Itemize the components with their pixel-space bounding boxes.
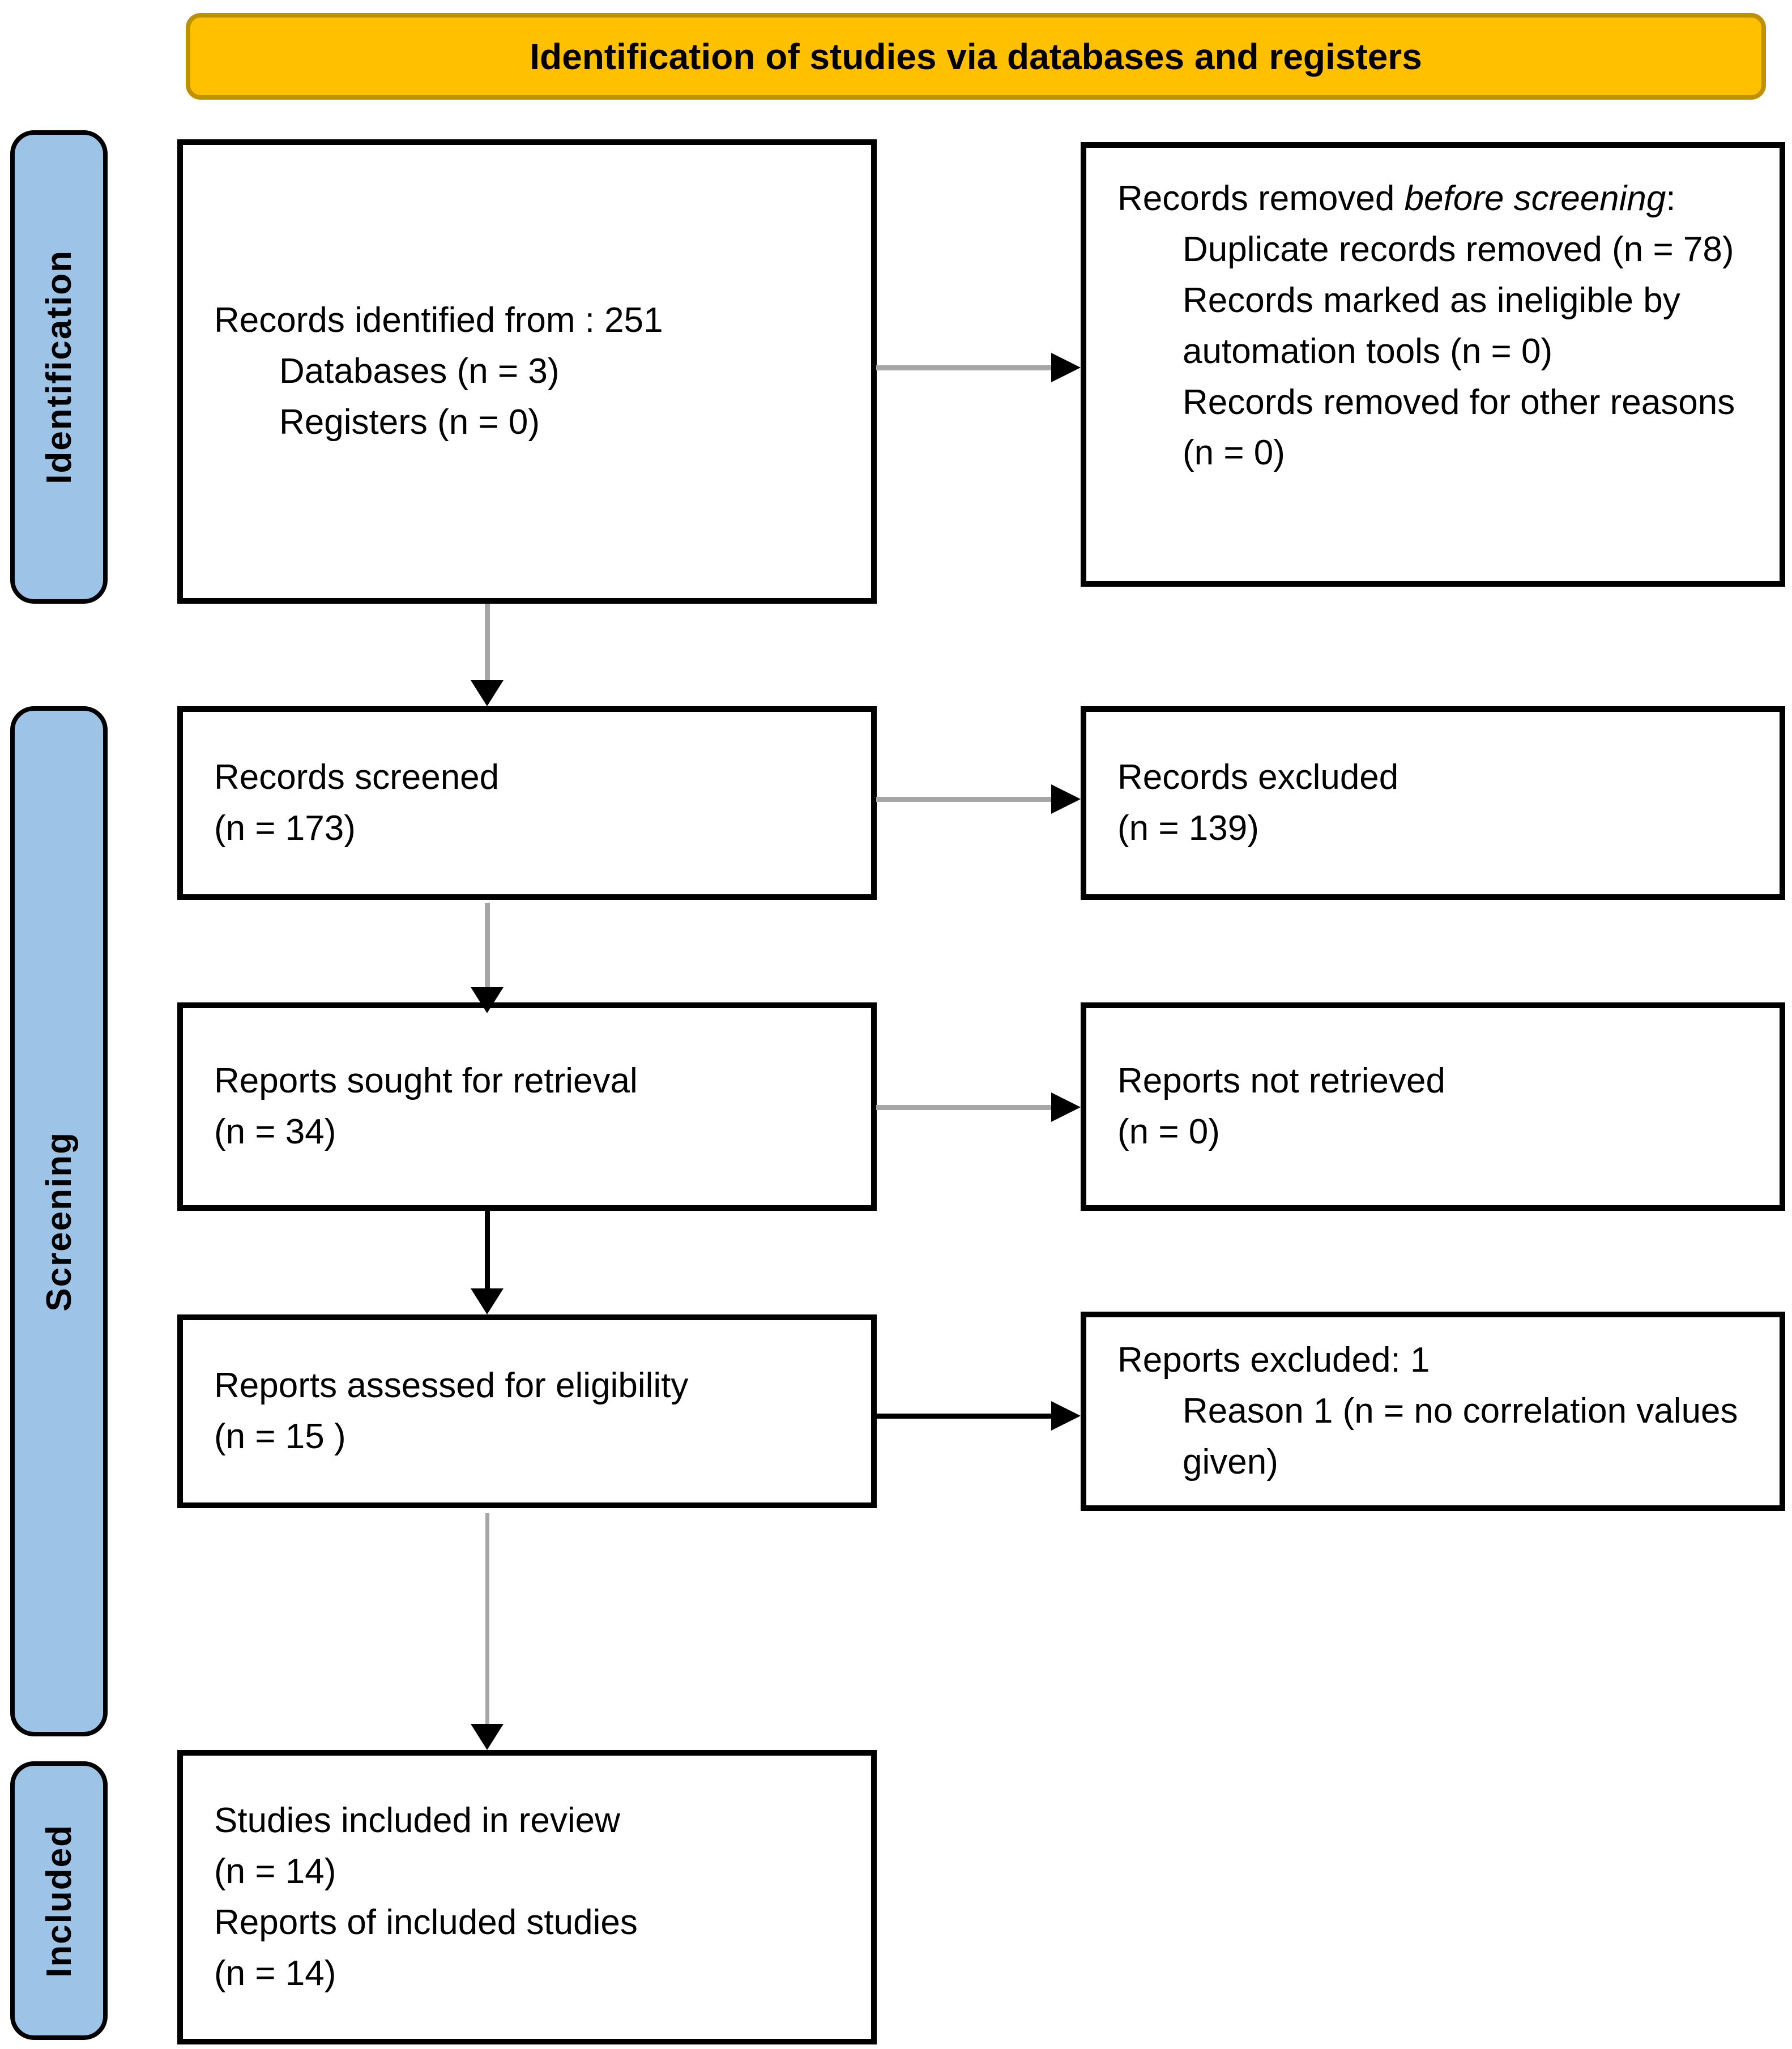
box-records-screened: Records screened (n = 173) bbox=[177, 706, 877, 900]
box-text-line: Records screened bbox=[214, 758, 500, 797]
box-text-line: (n = 15 ) bbox=[214, 1417, 346, 1456]
arrow-line bbox=[485, 1513, 489, 1726]
arrow-head bbox=[471, 1288, 504, 1314]
box-text-segment: : bbox=[1666, 179, 1676, 218]
stage-label-screening: Screening bbox=[39, 1131, 79, 1312]
arrow-head bbox=[471, 680, 504, 706]
arrow-line bbox=[876, 797, 1055, 802]
box-text-line: Reports excluded: 1 bbox=[1117, 1341, 1430, 1380]
arrow-identified-to-removed bbox=[876, 351, 1081, 385]
box-text-line: Reason 1 (n = no correlation values give… bbox=[1183, 1391, 1738, 1482]
stage-label-identification: Identification bbox=[39, 250, 79, 484]
stage-band-identification: Identification bbox=[10, 130, 108, 604]
box-text-line: Records excluded bbox=[1117, 758, 1399, 797]
box-records-identified: Records identified from : 251 Databases … bbox=[177, 139, 877, 604]
arrow-head bbox=[471, 1724, 504, 1750]
arrow-sought-to-assessed bbox=[470, 1211, 504, 1314]
arrow-line bbox=[876, 1105, 1055, 1110]
box-records-removed: Records removed before screening: Duplic… bbox=[1081, 142, 1785, 587]
arrow-sought-to-not-retrieved bbox=[876, 1090, 1081, 1124]
box-reports-sought: Reports sought for retrieval (n = 34) bbox=[177, 1002, 877, 1211]
stage-band-screening: Screening bbox=[10, 706, 108, 1736]
box-text-line: Reports sought for retrieval bbox=[214, 1061, 638, 1101]
box-text-line: Reports of included studies bbox=[214, 1903, 638, 1942]
arrow-screened-to-excluded bbox=[876, 782, 1081, 816]
arrow-identified-to-screened bbox=[470, 604, 504, 706]
box-text-line: (n = 14) bbox=[214, 1953, 336, 1993]
box-text-line: (n = 173) bbox=[214, 809, 356, 848]
box-text-line: Records removed before screening: bbox=[1117, 173, 1746, 224]
stage-label-included: Included bbox=[39, 1824, 79, 1978]
arrow-line bbox=[485, 604, 490, 682]
box-studies-included: Studies included in review (n = 14) Repo… bbox=[177, 1750, 877, 2044]
arrow-line bbox=[485, 903, 490, 989]
arrow-head bbox=[1051, 1092, 1081, 1122]
box-reports-not-retrieved: Reports not retrieved (n = 0) bbox=[1081, 1002, 1785, 1211]
box-text-line: Databases (n = 3) bbox=[279, 352, 560, 391]
arrow-line bbox=[876, 1414, 1055, 1419]
arrow-screened-to-sought bbox=[470, 903, 504, 1013]
box-text-line: Reports not retrieved bbox=[1117, 1061, 1445, 1101]
box-text-line: (n = 34) bbox=[214, 1112, 336, 1151]
box-reports-excluded: Reports excluded: 1 Reason 1 (n = no cor… bbox=[1081, 1312, 1785, 1511]
box-text-segment: Records removed bbox=[1117, 179, 1405, 218]
box-text-line: Reports assessed for eligibility bbox=[214, 1366, 689, 1406]
arrow-head bbox=[1051, 353, 1081, 382]
box-text-line: (n = 139) bbox=[1117, 809, 1259, 848]
box-text-line: Duplicate records removed (n = 78) bbox=[1183, 229, 1734, 269]
arrow-assessed-to-reports-excluded bbox=[876, 1399, 1081, 1433]
arrow-head bbox=[471, 987, 504, 1013]
box-text-line: Studies included in review bbox=[214, 1801, 620, 1841]
arrow-assessed-to-included bbox=[470, 1513, 504, 1750]
box-text-line: (n = 14) bbox=[214, 1852, 336, 1892]
box-text-italic-segment: before screening bbox=[1404, 179, 1666, 218]
diagram-title-banner: Identification of studies via databases … bbox=[186, 13, 1766, 100]
box-text-line: Records marked as ineligible by automati… bbox=[1183, 280, 1680, 371]
box-text-line: Records identified from : 251 bbox=[214, 301, 663, 340]
stage-band-included: Included bbox=[10, 1761, 108, 2040]
arrow-head bbox=[1051, 1401, 1081, 1431]
arrow-head bbox=[1051, 784, 1081, 814]
box-text-line: (n = 0) bbox=[1117, 1112, 1220, 1151]
box-reports-assessed: Reports assessed for eligibility (n = 15… bbox=[177, 1314, 877, 1508]
arrow-line bbox=[876, 365, 1055, 370]
arrow-line bbox=[485, 1211, 490, 1291]
diagram-title: Identification of studies via databases … bbox=[530, 36, 1422, 77]
box-records-excluded: Records excluded (n = 139) bbox=[1081, 706, 1785, 900]
box-text-line: Records removed for other reasons (n = 0… bbox=[1183, 382, 1735, 473]
box-text-line: Registers (n = 0) bbox=[279, 402, 540, 442]
